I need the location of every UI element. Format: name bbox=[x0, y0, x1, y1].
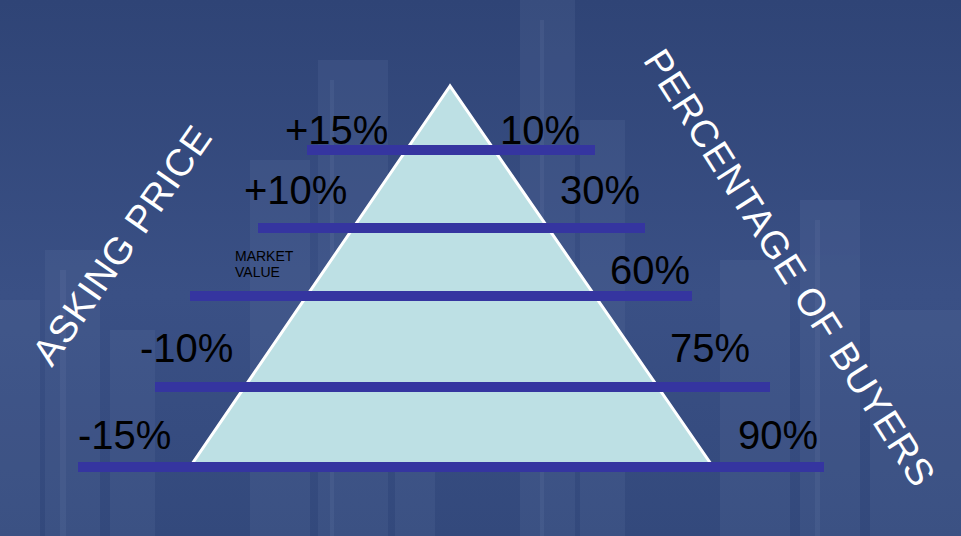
percent-label: 30% bbox=[560, 170, 640, 210]
level-bar bbox=[190, 291, 692, 301]
level-bar bbox=[155, 382, 770, 392]
percent-label: 60% bbox=[610, 250, 690, 290]
price-label: -10% bbox=[140, 328, 233, 368]
price-label: +10% bbox=[244, 170, 347, 210]
level-bar bbox=[258, 223, 645, 233]
percent-label: 75% bbox=[670, 328, 750, 368]
price-label: -15% bbox=[78, 415, 171, 455]
price-label: +15% bbox=[285, 110, 388, 150]
price-label: MARKET VALUE bbox=[235, 248, 307, 280]
percent-label: 90% bbox=[738, 415, 818, 455]
percent-label: 10% bbox=[500, 110, 580, 150]
pyramid bbox=[192, 86, 711, 464]
level-bar bbox=[78, 462, 824, 472]
